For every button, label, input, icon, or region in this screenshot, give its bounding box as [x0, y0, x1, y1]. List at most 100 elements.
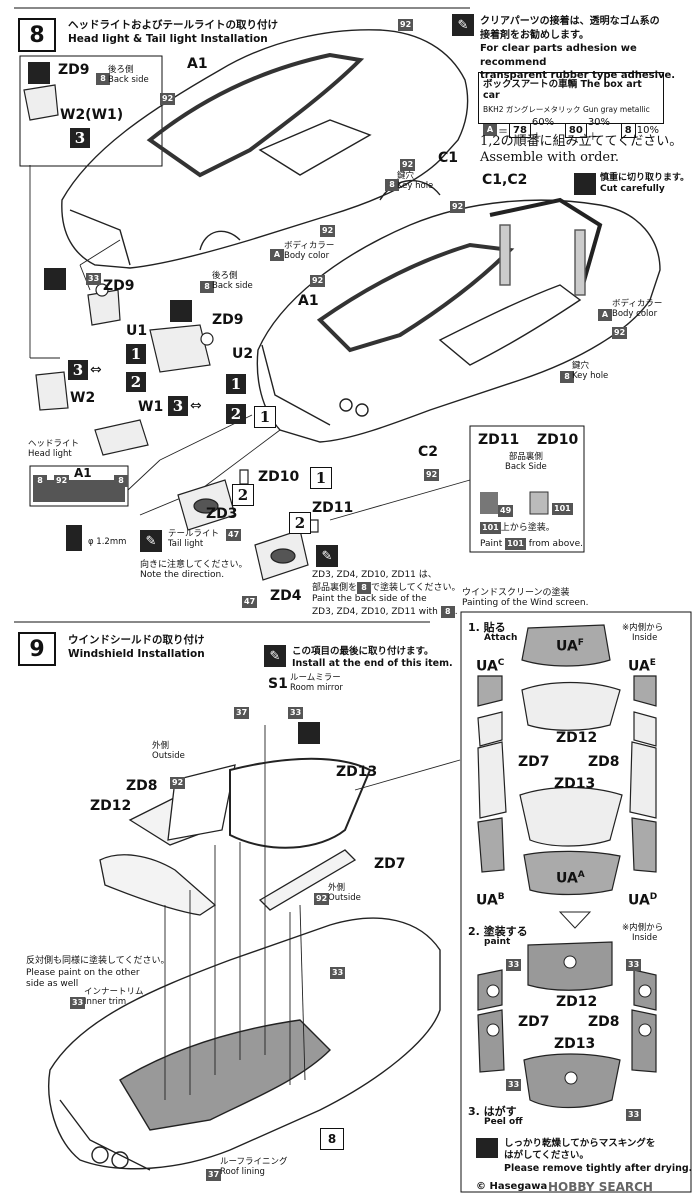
- interior-car-drawing: [48, 917, 441, 1171]
- ref-49: 49: [498, 505, 514, 517]
- install-last-note: この項目の最後に取り付けます。Install at the end of thi…: [292, 646, 453, 670]
- zd8-label: ZD8: [126, 778, 158, 794]
- zd9-left-label: ZD9: [58, 62, 90, 78]
- paint-other-side-note: 反対側も同様に塗装してください。 Please paint on the oth…: [26, 956, 170, 990]
- ref-8-d: 8: [33, 468, 47, 487]
- ref-92-h: 92: [424, 469, 440, 481]
- ws-zd8-label: ZD8: [588, 754, 620, 770]
- box-art-mix: A ＝ 78 60%＋ 80 30%＋ 8 10%: [479, 115, 663, 145]
- u1-label: U1: [126, 323, 148, 339]
- step9-title-en: Windshield Installation: [68, 648, 205, 660]
- w2w1-label: W2(W1): [60, 107, 124, 123]
- a1-label-top: A1: [187, 56, 208, 72]
- ref-92-a: 92: [398, 19, 414, 31]
- ref-33-a: 33: [86, 273, 102, 285]
- clear-parts-note: クリアパーツの接着は、透明なゴム系の 接着剤をお勧めします。 For clear…: [480, 16, 676, 81]
- box-art-color: BKH2 ガングレーメタリック Gun gray metallic: [483, 105, 650, 114]
- step-1-outline: 1: [254, 406, 276, 428]
- ref-37-a: 37: [234, 707, 250, 719]
- zd13-label: ZD13: [336, 764, 378, 780]
- cement-icon-4: [298, 722, 320, 744]
- ref-101-a: 101: [552, 503, 573, 515]
- ref-33-h: 33: [626, 1109, 642, 1121]
- ref-33-b: 33: [288, 707, 304, 719]
- ua-a-label: UAA: [556, 870, 585, 887]
- step-2-badge-a: 2: [126, 372, 146, 392]
- ref-92-c: 92: [400, 159, 416, 171]
- stage2-zd7-label: ZD7: [518, 1014, 550, 1030]
- ref-92-d: 92: [320, 225, 336, 237]
- step-2-badge-b: 2: [226, 404, 246, 424]
- brush-icon: ✎: [452, 14, 474, 36]
- car-body-upper-drawing: [61, 29, 469, 269]
- cement-icon: [28, 62, 50, 84]
- step-2-outline-b: 2: [289, 512, 311, 534]
- order-3-2-b: 3⇔: [168, 396, 202, 416]
- brush-icon-3: ✎: [316, 545, 338, 567]
- copyright: © Hasegawa: [476, 1181, 548, 1192]
- ref-8: 8: [96, 66, 110, 85]
- ref-33-g: 33: [506, 1079, 522, 1091]
- windshield-parts-drawing: [99, 757, 372, 916]
- ref-8-b: 8: [200, 274, 214, 293]
- car-body-middle-drawing: [256, 197, 661, 443]
- cement-icon-3: [170, 300, 192, 322]
- c1-label: C1: [438, 150, 459, 166]
- ua-d-label: UAD: [628, 892, 658, 909]
- ref-33-f: 33: [626, 959, 642, 971]
- box-art-title: ボックスアートの車輌 The box art car: [483, 79, 642, 101]
- zd9-label-3: ZD9: [212, 312, 244, 328]
- zd11-label-box: ZD11: [478, 432, 520, 448]
- w2-label: W2: [70, 390, 96, 406]
- stage2-zd12-label: ZD12: [556, 994, 598, 1010]
- zd10-label: ZD10: [258, 469, 300, 485]
- brush-icon-4: ✎: [264, 645, 286, 667]
- zd7-label: ZD7: [374, 856, 406, 872]
- ref-47-a: 47: [226, 529, 242, 541]
- ref-8-e: 8: [114, 468, 128, 487]
- ref-92-f: 92: [450, 201, 466, 213]
- watermark-logo: HOBBY SEARCH: [548, 1180, 653, 1194]
- cement-icon-2: [44, 268, 66, 290]
- ref-8-box: 8: [320, 1128, 344, 1150]
- stage2-zd8-label: ZD8: [588, 1014, 620, 1030]
- cut-icon: [574, 173, 596, 195]
- order-3-2-a: 3⇔: [68, 360, 102, 380]
- step8-number: 8: [18, 18, 56, 52]
- ref-33-e: 33: [506, 959, 522, 971]
- w1-label: W1: [138, 399, 164, 415]
- step9-number: 9: [18, 632, 56, 666]
- a1-label-small: A1: [74, 466, 92, 480]
- ref-A-a: A: [270, 242, 284, 261]
- ws-zd12-label: ZD12: [556, 730, 598, 746]
- u2-label: U2: [232, 346, 254, 362]
- ref-92-e: 92: [310, 275, 326, 287]
- ref-8-key: 8: [385, 172, 399, 191]
- box-art-color-box: ボックスアートの車輌 The box art car BKH2 ガングレーメタリ…: [478, 72, 664, 143]
- step-1-badge-b: 1: [226, 374, 246, 394]
- zd3-label: ZD3: [206, 506, 238, 522]
- ref-92-b: 92: [160, 93, 176, 105]
- ref-92-k: 92: [314, 893, 330, 905]
- zd11-label: ZD11: [312, 500, 354, 516]
- direction-note: 向きに注意してください。Note the direction.: [140, 560, 248, 581]
- step-1-badge-a: 1: [126, 344, 146, 364]
